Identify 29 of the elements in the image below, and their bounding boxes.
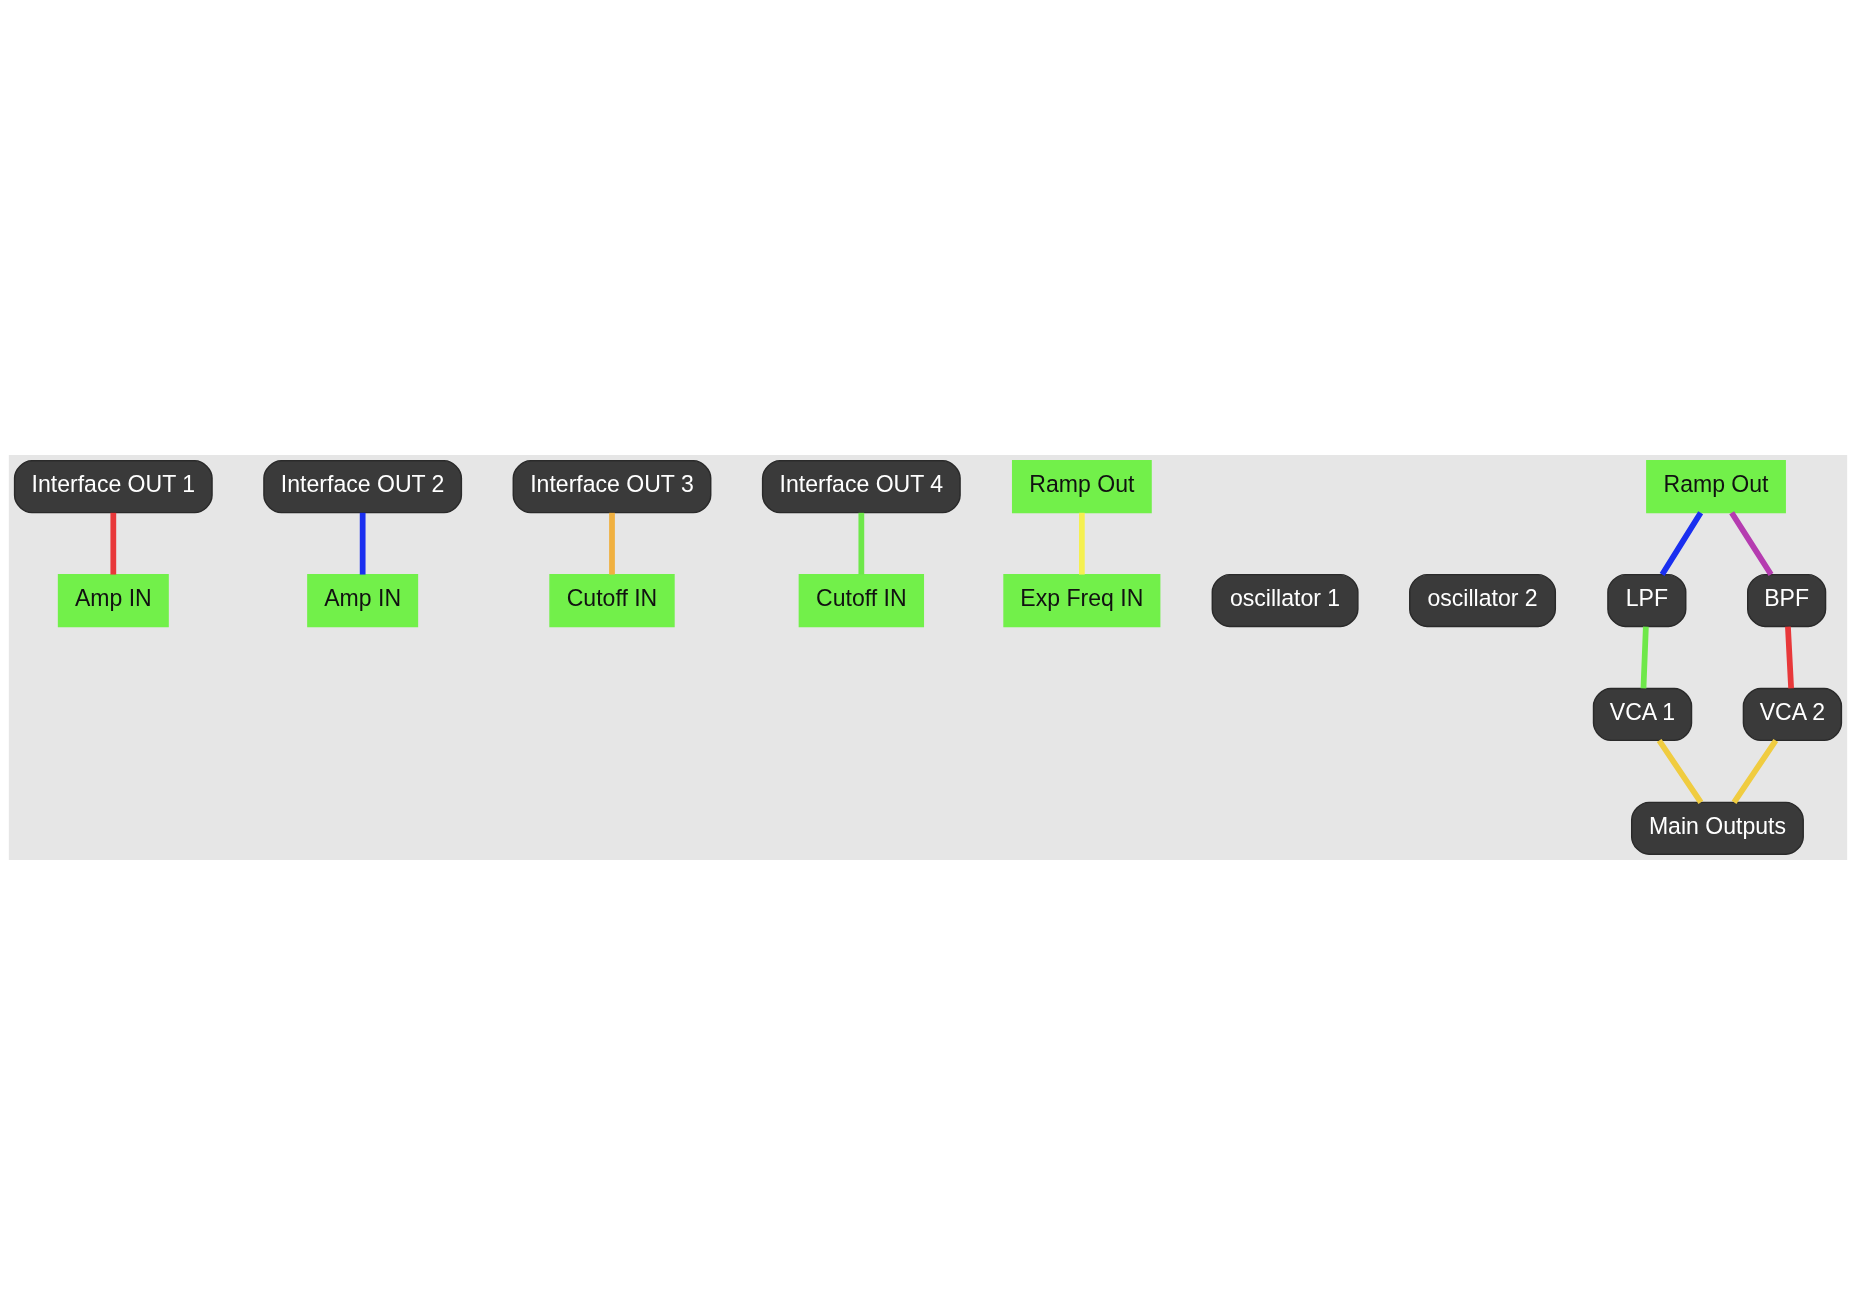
connector [1785,626,1794,689]
connector [1731,738,1779,804]
node-box: Amp IN [57,573,169,627]
node-box: Interface OUT 4 [761,459,961,513]
node-box: Interface OUT 1 [13,459,213,513]
connector [1659,510,1704,576]
node-box: Ramp Out [1011,459,1152,513]
node-box: oscillator 1 [1211,573,1359,627]
node-box: Interface OUT 3 [512,459,712,513]
node-box: Exp Freq IN [1003,573,1161,627]
node-box: Ramp Out [1646,459,1786,513]
node-box: Main Outputs [1631,801,1804,855]
connector [110,512,117,575]
node-box: Cutoff IN [798,573,925,627]
node-box: oscillator 2 [1409,573,1557,627]
node-box: Interface OUT 2 [263,459,463,513]
connector [359,512,366,575]
connector [1640,626,1649,689]
node-box: LPF [1607,573,1687,627]
node-box: Amp IN [307,573,419,627]
node-box: BPF [1747,573,1827,627]
node-box: VCA 1 [1592,687,1693,741]
connector [1656,738,1704,804]
connector [858,512,865,575]
node-box: VCA 2 [1742,687,1843,741]
connector [609,512,615,575]
connector [1078,512,1085,575]
node-box: Cutoff IN [549,573,675,627]
connector [1729,510,1774,576]
